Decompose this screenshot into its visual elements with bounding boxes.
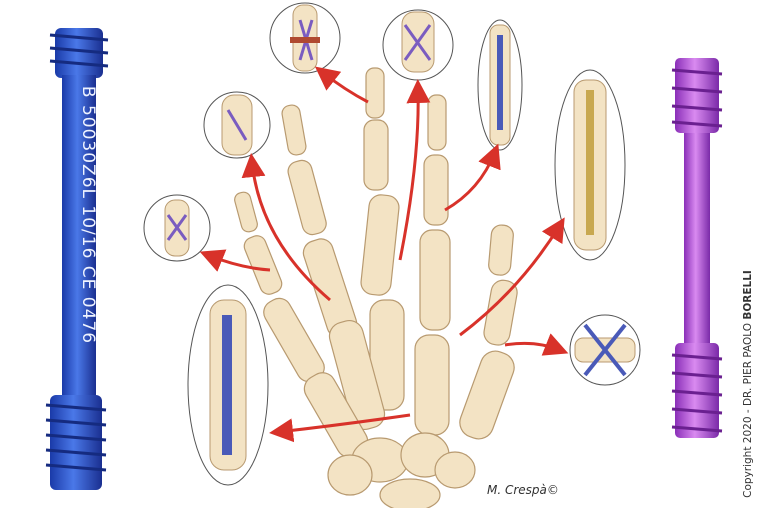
inset-contents (164, 4, 636, 471)
fracture-arrows (199, 66, 569, 443)
screw-engraving: B 50030Z6L 10/16 CE 0476 (78, 85, 98, 345)
hand-skeleton (234, 67, 518, 508)
artist-signature: M. Crespà© (487, 483, 559, 497)
copyright-name: BORELLI (742, 270, 754, 320)
cannulated-screw-blue (45, 28, 109, 490)
copyright-text: Copyright 2020 - DR. PIER PAOLO BORELLI (742, 270, 754, 498)
cannulated-screw-purple (671, 58, 723, 438)
copyright-prefix: Copyright 2020 - DR. PIER PAOLO (742, 319, 754, 498)
